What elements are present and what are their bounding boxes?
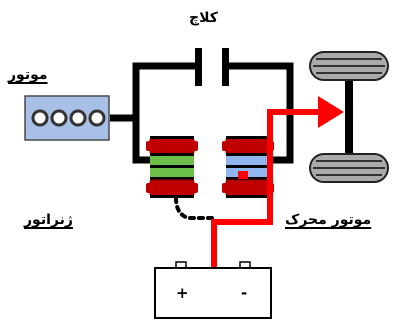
generator bbox=[146, 136, 198, 198]
generator-label: ژنراتور bbox=[24, 212, 73, 228]
engine bbox=[24, 95, 110, 141]
drive-motor-label: موتور محرک bbox=[285, 212, 372, 228]
shaft-to-clutch-left bbox=[132, 62, 196, 118]
battery-body bbox=[154, 267, 272, 319]
wheel-assembly bbox=[309, 51, 389, 183]
battery-positive-sign: + bbox=[176, 284, 189, 302]
generator-coil-bottom bbox=[149, 179, 195, 197]
wheel-bottom bbox=[309, 153, 389, 183]
axle bbox=[345, 80, 353, 166]
mechanical-shafts bbox=[110, 62, 294, 164]
power-flow-line bbox=[211, 109, 326, 268]
engine-cylinders bbox=[31, 109, 106, 127]
drive-motor bbox=[222, 136, 274, 198]
motor-coil-bottom bbox=[225, 179, 271, 197]
wheel-top bbox=[309, 51, 389, 81]
generator-coil-top bbox=[149, 137, 195, 155]
power-flow-arrowhead bbox=[318, 96, 344, 128]
motor-coil-top bbox=[225, 137, 271, 155]
clutch-plate-right bbox=[222, 48, 229, 86]
clutch-label: کلاچ bbox=[189, 10, 218, 26]
motor-label: موتور bbox=[8, 67, 48, 83]
battery: + - bbox=[154, 261, 272, 319]
generator-to-battery-dotted bbox=[174, 196, 214, 220]
clutch-plate-left bbox=[195, 48, 202, 86]
battery-negative-sign: - bbox=[241, 284, 247, 302]
clutch bbox=[195, 48, 229, 86]
power-flow bbox=[211, 96, 344, 268]
shaft-from-clutch-right bbox=[226, 62, 294, 118]
shaft-from-motor bbox=[270, 118, 294, 164]
shaft-to-generator bbox=[132, 118, 150, 164]
